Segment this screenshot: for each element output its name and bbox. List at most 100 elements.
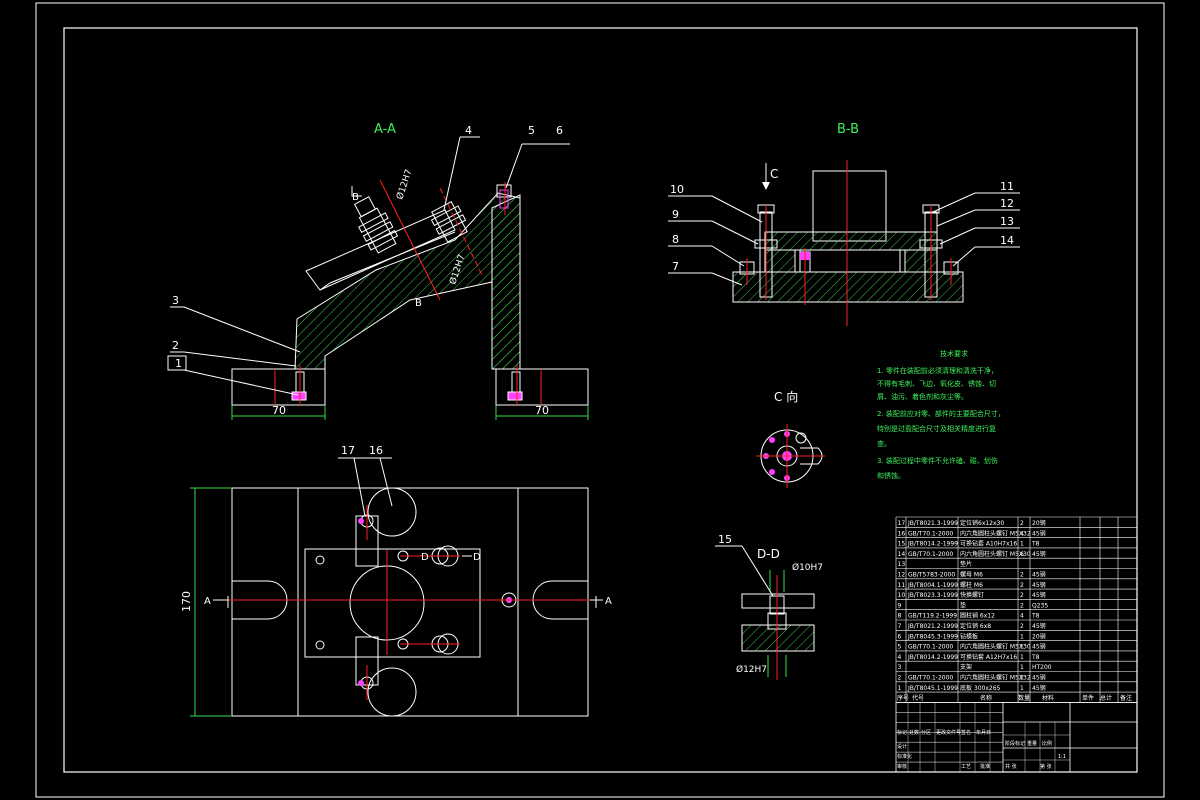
bom-cell: 1 [1020, 664, 1024, 671]
view-c-title: C 向 [774, 389, 798, 404]
title-block-label: 阶段标记 [1005, 740, 1025, 747]
title-block: 标记处数分区更改文件号签名年月日设计标准化阶段标记重量比例审核工艺批准共 张第 … [895, 702, 1138, 773]
bom-cell: JB/T8014.2-1999 [907, 541, 958, 548]
notes-line-3: 屑、油污、着色剂和灰尘等。 [877, 392, 968, 401]
balloon-10: 10 [670, 183, 684, 196]
bom-cell: 15 [898, 541, 906, 548]
bom-cell: 内六角圆柱头螺钉 M5X32 [960, 674, 1031, 682]
bom-cell: GB/T70.1-2000 [908, 551, 953, 558]
title-block-label: 更改文件号 [936, 729, 961, 736]
title-block-label: 设计 [897, 743, 907, 750]
balloon-3: 3 [172, 294, 179, 307]
bom-cell: 9 [898, 602, 902, 609]
balloon-8: 8 [672, 233, 679, 246]
bom-cell: T8 [1031, 541, 1040, 548]
bom-cell: 4 [1020, 530, 1024, 537]
bom-cell: 定位销6x12x30 [960, 519, 1004, 527]
bom-cell: Q235 [1032, 602, 1048, 609]
balloon-17: 17 [341, 444, 355, 457]
aa-drill-plate [305, 209, 456, 291]
bom-cell: 13 [898, 561, 906, 568]
bom-cell: 12 [898, 572, 906, 579]
title-block-label: 分区 [921, 729, 931, 736]
bom-cell: 2 [898, 675, 902, 682]
cut-a-right: A [605, 596, 612, 607]
bom-cell: 1 [1020, 644, 1024, 651]
balloon-2: 2 [172, 339, 179, 352]
section-dd-view: D-D Ø10H7 Ø12H7 15 [715, 533, 823, 680]
balloon-6: 6 [556, 124, 563, 137]
bom-cell: 垫片 [960, 560, 972, 568]
bom-cell: GB/T5783-2000 [908, 572, 955, 579]
section-bb-title: B-B [837, 122, 859, 137]
balloon-15: 15 [718, 533, 732, 546]
balloon-7: 7 [672, 260, 679, 273]
notes-title: 技术要求 [940, 349, 968, 358]
view-c: C 向 [756, 389, 825, 488]
bom-cell: JB/T8014.2-1999 [907, 654, 958, 661]
bom-cell: JB/T8004.1-1999 [907, 582, 958, 589]
balloon-4: 4 [465, 124, 472, 137]
bom-cell: 圆柱销 6x12 [960, 612, 995, 620]
sheet-outer-border [35, 2, 1165, 798]
dim-dia12-d: Ø12H7 [736, 664, 767, 675]
bom-cell: JB/T8045.1-1999 [907, 685, 958, 692]
cut-b-top: B [352, 192, 359, 203]
bom-cell: 45钢 [1032, 622, 1046, 630]
bom-cell: 2 [1020, 572, 1024, 579]
bom-cell: 7 [898, 623, 902, 630]
bom-cell: 可换钻套 A12H7x16 [960, 653, 1017, 661]
title-block-scale: 1:1 [1058, 754, 1066, 760]
bom-cell: 5 [898, 644, 902, 651]
bom-cell: 垫 [960, 601, 966, 609]
balloon-11: 11 [1000, 180, 1014, 193]
title-block-label: 批准 [980, 763, 990, 770]
title-block-label: 重量 [1027, 740, 1037, 747]
notes-line-6: 查。 [877, 439, 891, 448]
bom-cell: 45钢 [1032, 684, 1046, 692]
aa-balloons: 1 2 3 4 5 6 [172, 124, 563, 370]
bom-cell: 45钢 [1032, 571, 1046, 579]
title-block-label: 处数 [909, 729, 919, 736]
bom-cell: 4 [1020, 613, 1024, 620]
balloon-1: 1 [175, 357, 182, 370]
bb-workpiece [812, 170, 887, 242]
bom-cell: 20钢 [1032, 519, 1046, 527]
bom-cell: 快换螺钉 [960, 591, 984, 599]
bom-header-cell: 总计 [1100, 694, 1112, 702]
bom-cell: 1 [1020, 633, 1024, 640]
notes-line-2: 不得有毛刺、飞边、氧化皮、锈蚀、切 [877, 379, 996, 388]
bom-cell: 45钢 [1032, 581, 1046, 589]
bom-cell: 45钢 [1032, 529, 1046, 537]
bom-cell: 底板 300x265 [960, 684, 1001, 692]
bom-cell: JB/T8045.3-1999 [907, 633, 958, 640]
bom-cell: 钻模板 [960, 632, 978, 640]
bom-cell: 2 [1020, 675, 1024, 682]
cut-a-left: A [204, 596, 211, 607]
title-block-label: 比例 [1042, 740, 1052, 747]
view-arrow-c: C [770, 167, 778, 181]
notes-line-7: 3. 装配过程中零件不允许磕、碰、划伤 [877, 456, 998, 465]
bom-cell: GB/T70.1-2000 [908, 644, 953, 651]
title-block-label: 审核 [897, 763, 907, 770]
title-block-label: 标准化 [897, 753, 912, 760]
aa-right-base [495, 368, 589, 406]
plan-view: 170 A A D D 17 16 [180, 444, 612, 717]
sheet-inner-border [63, 27, 1138, 773]
bom-cell: 螺柱 M6 [960, 581, 983, 589]
notes-line-4: 2. 装配前应对零、部件的主要配合尺寸， [877, 409, 1005, 418]
bom-cell: 1 [1020, 654, 1024, 661]
balloon-13: 13 [1000, 215, 1014, 228]
bom-header-cell: 代号 [912, 694, 924, 702]
bom-cell: 可换钻套 A10H7x16 [960, 540, 1017, 548]
bb-balloons: 10 9 8 7 11 12 13 14 [670, 180, 1014, 273]
balloon-16: 16 [369, 444, 383, 457]
section-dd-title: D-D [757, 547, 780, 561]
bom-cell: 1 [898, 685, 902, 692]
bom-cell: 14 [898, 551, 906, 558]
section-aa-title: A-A [374, 122, 396, 137]
bom-header-cell: 备注 [1120, 694, 1132, 702]
dim-left-width: 70 [272, 404, 286, 417]
bom-cell: 3 [898, 664, 902, 671]
